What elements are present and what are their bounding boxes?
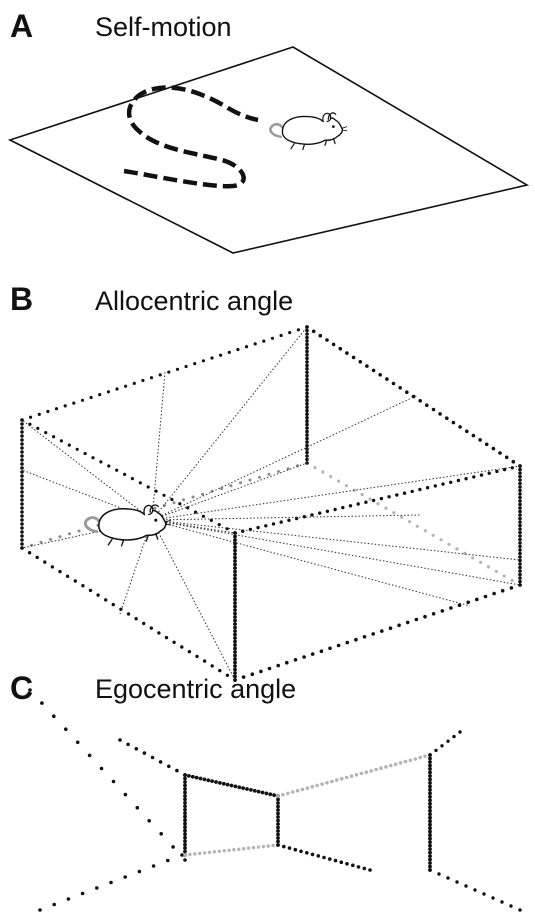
arena-floor bbox=[7, 46, 530, 254]
panel-title-egocentric: Egocentric angle bbox=[95, 674, 297, 704]
panel-letter-a: A bbox=[10, 8, 34, 44]
panel-title-allocentric: Allocentric angle bbox=[95, 286, 294, 316]
allocentric-sight-lines bbox=[21, 326, 521, 681]
rat-icon bbox=[83, 503, 173, 548]
self-motion-trajectory bbox=[123, 85, 259, 189]
rat-icon bbox=[269, 111, 349, 151]
panel-letter-c: C bbox=[10, 670, 34, 706]
egocentric-view bbox=[28, 688, 522, 912]
allocentric-box bbox=[20, 325, 522, 682]
panel-title-self-motion: Self-motion bbox=[95, 12, 232, 42]
panel-letter-b: B bbox=[10, 281, 34, 317]
